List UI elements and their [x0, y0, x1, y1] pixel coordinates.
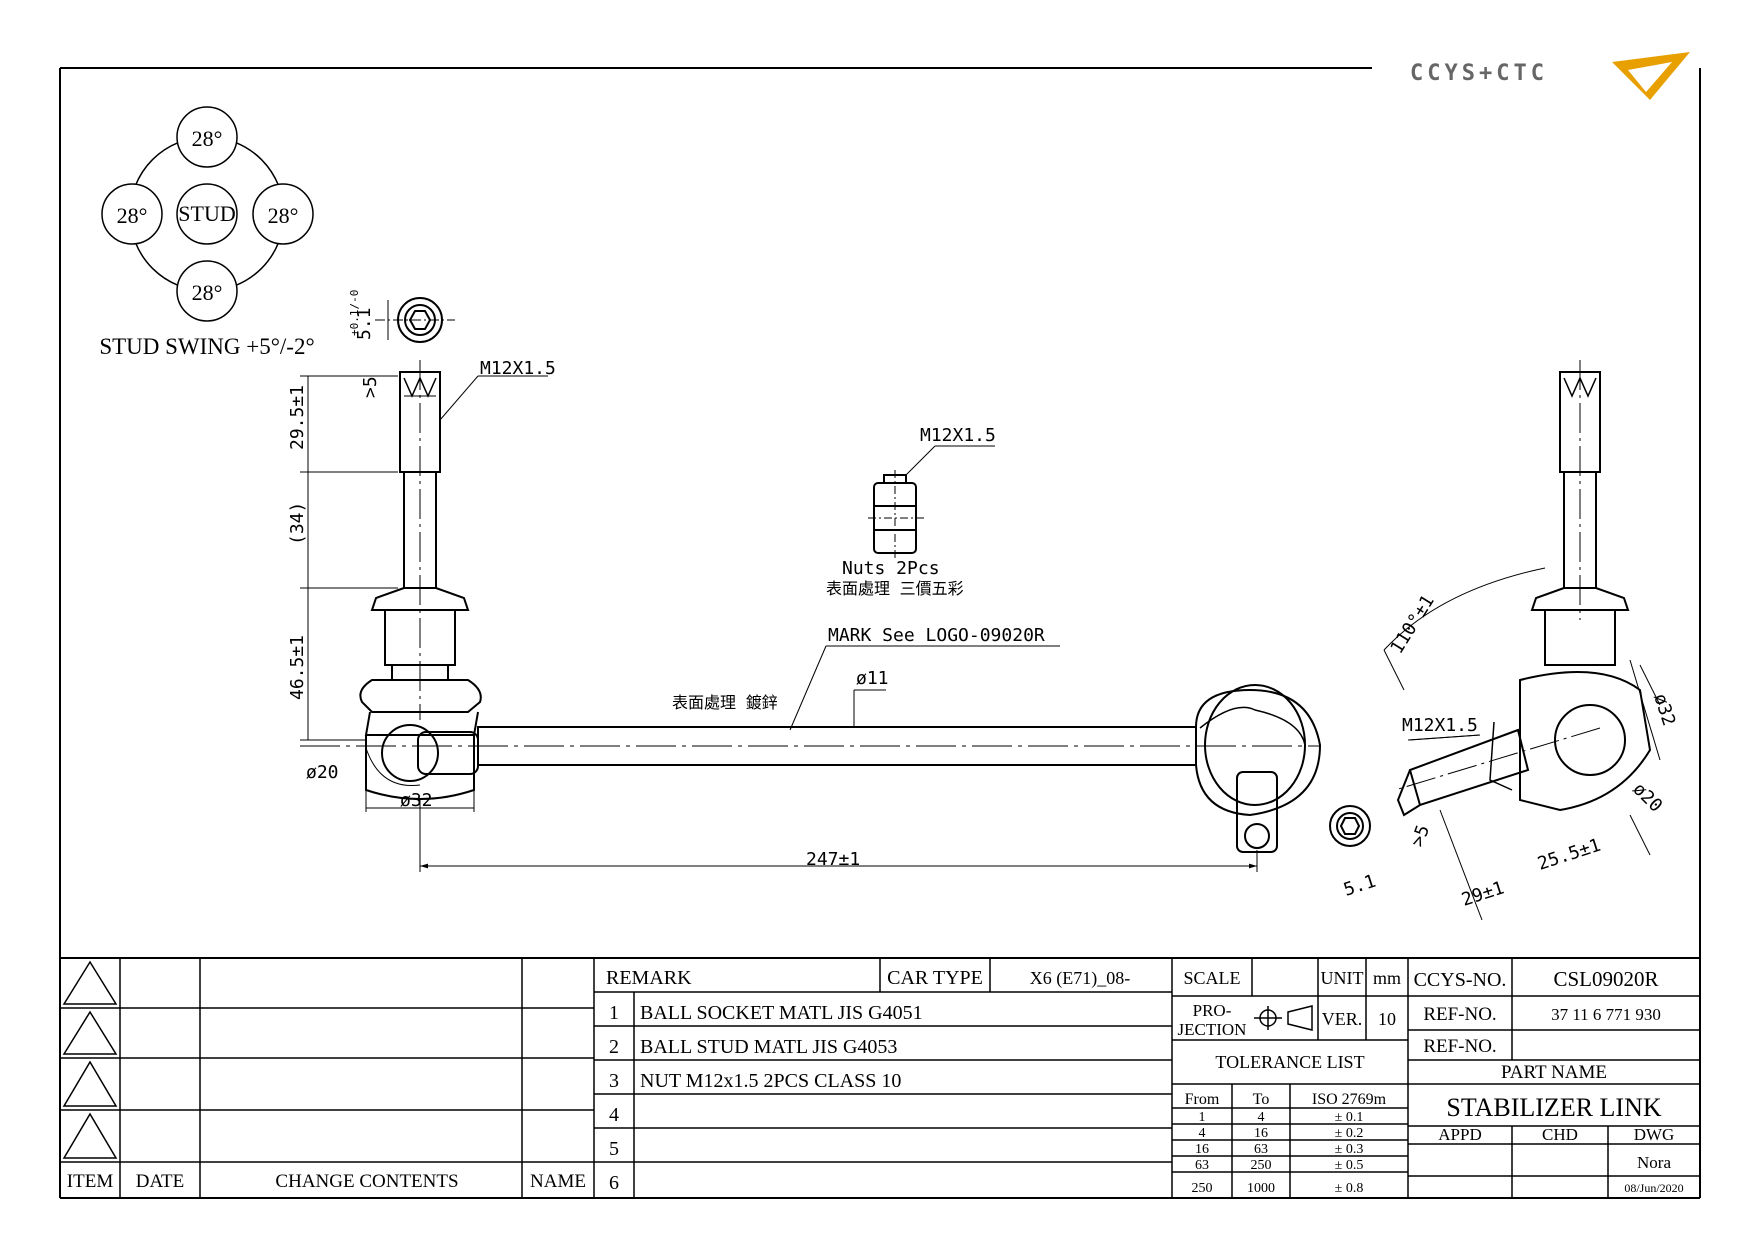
remark-no-6: 6 — [609, 1172, 619, 1194]
company-logo: CCYS+CTC — [1410, 52, 1690, 100]
gt5-right-label: >5 — [1407, 822, 1434, 850]
dia32-right-label: ø32 — [1649, 691, 1679, 728]
tol-val-5: ± 0.8 — [1335, 1181, 1364, 1196]
ref-no-label: REF-NO. — [1423, 1004, 1496, 1025]
len25-label: 25.5±1 — [1535, 835, 1603, 875]
ccys-no-value: CSL09020R — [1553, 967, 1658, 991]
remark-no-5: 5 — [609, 1138, 619, 1160]
tolerance-title: TOLERANCE LIST — [1215, 1052, 1364, 1072]
remark-no-4: 4 — [609, 1104, 619, 1126]
title-block-grid — [1172, 958, 1700, 1198]
nuts-label: Nuts 2Pcs — [842, 558, 940, 579]
tol-from-4: 63 — [1195, 1158, 1209, 1173]
remark-text-1: BALL SOCKET MATL JIS G4051 — [640, 1002, 923, 1024]
drawing-date: 08/Jun/2020 — [1624, 1181, 1683, 1195]
unit-label: UNIT — [1321, 968, 1364, 988]
chd-label: CHD — [1542, 1125, 1578, 1144]
tol-val-4: ± 0.5 — [1335, 1158, 1364, 1173]
ref-no-label-2: REF-NO. — [1423, 1036, 1496, 1057]
stud-swing-caption: STUD SWING +5°/-2° — [99, 334, 314, 359]
tol-header-iso: ISO 2769m — [1312, 1091, 1387, 1108]
remark-text-2: BALL STUD MATL JIS G4053 — [640, 1036, 897, 1058]
ref-no-value: 37 11 6 771 930 — [1551, 1005, 1661, 1024]
tol-to-1: 4 — [1258, 1110, 1265, 1125]
stud-angle-right: 28° — [268, 203, 299, 228]
tol-val-3: ± 0.3 — [1335, 1142, 1364, 1157]
nut-drawing — [868, 445, 995, 560]
car-type-label: CAR TYPE — [887, 967, 983, 989]
mark-label: MARK See LOGO-09020R — [828, 625, 1045, 646]
rev-change-header: CHANGE CONTENTS — [275, 1171, 458, 1192]
thread-right-label: M12X1.5 — [1402, 715, 1478, 736]
gt5-left-label: >5 — [360, 376, 381, 398]
tol-to-3: 63 — [1254, 1142, 1268, 1157]
hex-left-label: 5.1 — [354, 307, 375, 340]
left-ball-joint — [300, 297, 1320, 800]
thread-length-label: 29.5±1 — [287, 385, 308, 450]
thread-left-label: M12X1.5 — [480, 358, 556, 379]
right-end-front — [1195, 684, 1371, 853]
dwg-label: DWG — [1634, 1125, 1675, 1144]
rod-dia-label: ø11 — [856, 668, 889, 689]
center-length-label: 247±1 — [806, 849, 860, 870]
projection-label-2: JECTION — [1178, 1020, 1247, 1039]
housing-length-label: 46.5±1 — [287, 635, 308, 700]
tol-header-from: From — [1185, 1091, 1220, 1108]
len29-label: 29±1 — [1459, 877, 1507, 910]
stud-swing-diagram — [101, 106, 314, 322]
tol-val-1: ± 0.1 — [1335, 1110, 1364, 1125]
ver-label: VER. — [1322, 1009, 1363, 1029]
appd-label: APPD — [1438, 1125, 1481, 1144]
dia32-left-label: ø32 — [400, 790, 433, 811]
tol-to-5: 1000 — [1247, 1181, 1275, 1196]
ver-value: 10 — [1378, 1009, 1396, 1029]
tol-to-4: 250 — [1251, 1158, 1272, 1173]
stud-center-label: STUD — [178, 201, 235, 226]
nuts-finish-label: 表面處理 三價五彩 — [826, 579, 964, 598]
tol-to-2: 16 — [1254, 1126, 1268, 1141]
revision-table-grid — [60, 958, 595, 1198]
remarks-table-grid — [594, 958, 1173, 1198]
tol-header-to: To — [1253, 1091, 1270, 1108]
hex-right-label: 5.1 — [1341, 871, 1378, 901]
projection-label-1: PRO- — [1193, 1001, 1232, 1020]
remark-no-1: 1 — [609, 1002, 619, 1024]
remark-no-2: 2 — [609, 1036, 619, 1058]
shank-length-label: (34) — [287, 502, 308, 545]
rod-finish-label: 表面處理 鍍鋅 — [672, 693, 778, 712]
stud-angle-top: 28° — [192, 126, 223, 151]
car-type-value: X6 (E71)_08- — [1030, 968, 1130, 989]
remark-text-3: NUT M12x1.5 2PCS CLASS 10 — [640, 1070, 901, 1092]
rev-name-header: NAME — [530, 1171, 586, 1192]
drawer-name: Nora — [1637, 1153, 1671, 1172]
rev-date-header: DATE — [136, 1171, 185, 1192]
logo-text: CCYS+CTC — [1410, 61, 1548, 86]
right-ball-joint — [1383, 360, 1652, 817]
dia20-left-label: ø20 — [306, 762, 339, 783]
tol-from-5: 250 — [1192, 1181, 1213, 1196]
tol-from-1: 1 — [1199, 1110, 1206, 1125]
unit-value: mm — [1373, 968, 1401, 988]
tol-val-2: ± 0.2 — [1335, 1126, 1364, 1141]
ccys-no-label: CCYS-NO. — [1414, 969, 1507, 991]
tol-from-2: 4 — [1199, 1126, 1206, 1141]
hex-left-tol: +0.1/-0 — [348, 290, 361, 336]
stud-angle-left: 28° — [117, 203, 148, 228]
angle-label: 110°±1 — [1386, 591, 1438, 657]
dia20-right-label: ø20 — [1628, 779, 1666, 817]
remark-header: REMARK — [606, 967, 692, 989]
stud-angle-bottom: 28° — [192, 280, 223, 305]
part-name-value: STABILIZER LINK — [1446, 1093, 1661, 1122]
remark-no-3: 3 — [609, 1070, 619, 1092]
thread-nut-label: M12X1.5 — [920, 425, 996, 446]
rev-item-header: ITEM — [67, 1171, 114, 1192]
dimension-lines — [300, 300, 1661, 921]
part-name-label: PART NAME — [1501, 1062, 1607, 1083]
tol-from-3: 16 — [1195, 1142, 1209, 1157]
scale-label: SCALE — [1183, 968, 1240, 988]
